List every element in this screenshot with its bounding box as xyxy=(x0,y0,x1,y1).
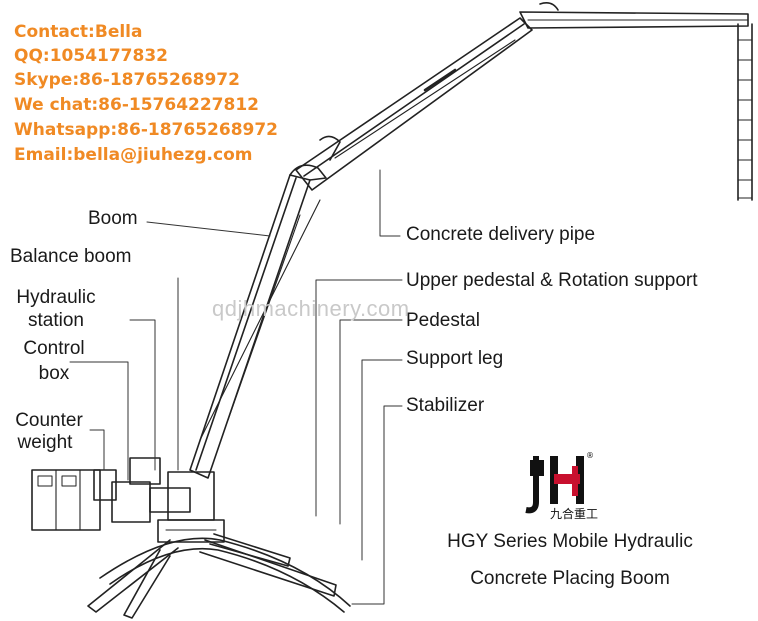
caption-line2: Concrete Placing Boom xyxy=(470,568,670,589)
label-hydraulic-line2: station xyxy=(28,310,84,331)
label-control-line1: Control xyxy=(23,338,85,359)
middle-boom xyxy=(295,17,533,191)
label-stabilizer: Stabilizer xyxy=(406,395,485,416)
contact-name: Contact:Bella xyxy=(14,22,143,42)
control-box-block xyxy=(93,469,151,523)
hydraulic-station-block xyxy=(129,457,191,513)
caption-line1: HGY Series Mobile Hydraulic xyxy=(447,531,693,552)
leader-lines xyxy=(69,169,403,605)
lower-boom xyxy=(189,164,327,479)
label-boom: Boom xyxy=(88,208,138,229)
label-control-line2: box xyxy=(38,363,70,384)
counterweight-block xyxy=(31,469,101,531)
label-counter-line2: weight xyxy=(17,432,73,453)
company-logo: ® 九合重工 xyxy=(524,451,624,522)
watermark: qdjhmachinery.com xyxy=(212,296,410,321)
contact-whatsapp: Whatsapp:86-18765268972 xyxy=(14,120,279,140)
logo-text: 九合重工 xyxy=(550,506,598,521)
label-pedestal: Pedestal xyxy=(406,310,480,331)
label-balance-boom: Balance boom xyxy=(10,246,132,267)
pedestal-block xyxy=(157,471,225,543)
jh-logo-icon: ® 九合重工 xyxy=(525,451,598,521)
registered-mark: ® xyxy=(586,452,594,460)
label-upper-pedestal: Upper pedestal & Rotation support xyxy=(406,270,698,291)
label-concrete-pipe: Concrete delivery pipe xyxy=(406,224,596,245)
support-legs xyxy=(87,533,337,619)
label-counter-line1: Counter xyxy=(15,410,83,431)
end-hose xyxy=(737,23,753,201)
label-support-leg: Support leg xyxy=(406,348,504,369)
contact-skype: Skype:86-18765268972 xyxy=(14,70,240,90)
contact-email: Email:bella@jiuhezg.com xyxy=(14,145,253,165)
stabilizer-arms xyxy=(99,537,351,613)
contact-qq: QQ:1054177832 xyxy=(14,46,168,66)
label-hydraulic-line1: Hydraulic xyxy=(16,287,96,308)
top-boom xyxy=(519,2,749,29)
contact-wechat: We chat:86-15764227812 xyxy=(14,95,259,115)
